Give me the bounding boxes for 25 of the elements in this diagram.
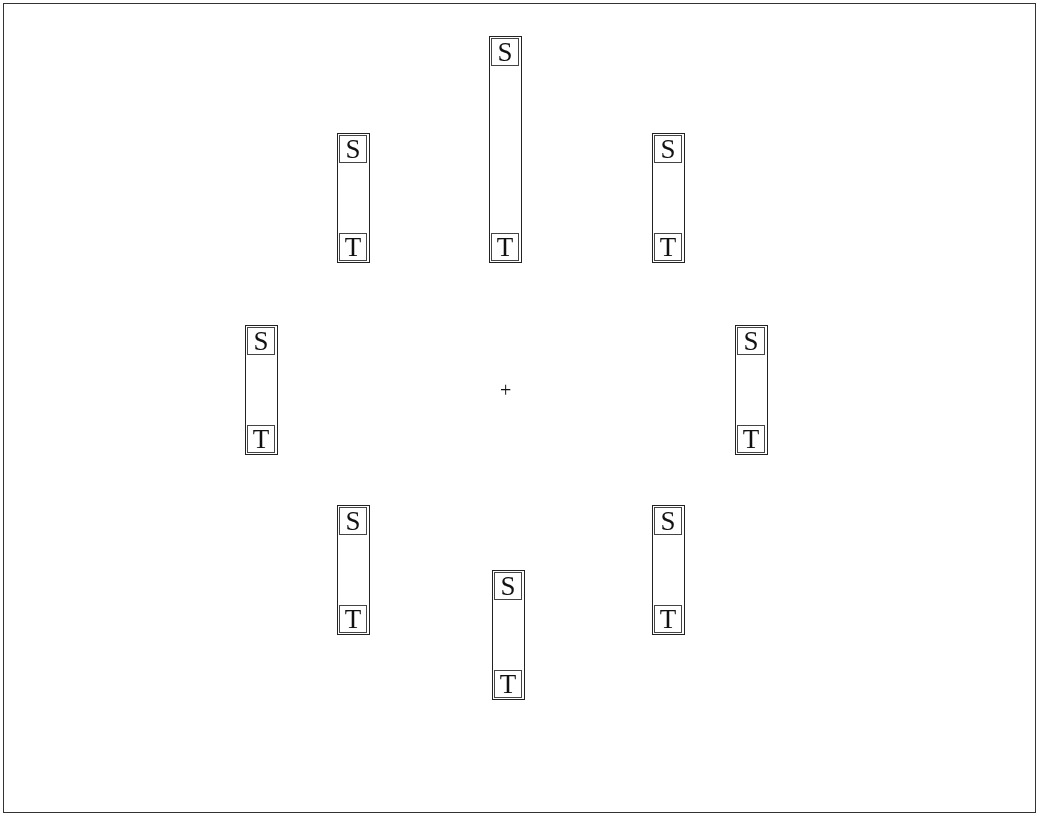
- letter-label: T: [494, 670, 522, 698]
- letter-label: T: [654, 233, 682, 261]
- stimulus-bar: [652, 505, 685, 635]
- letter-label: T: [654, 605, 682, 633]
- letter-label: T: [737, 425, 765, 453]
- stimulus-bar: [652, 133, 685, 263]
- letter-label: S: [339, 135, 367, 163]
- letter-label: S: [737, 327, 765, 355]
- letter-label: T: [339, 233, 367, 261]
- letter-label: S: [654, 135, 682, 163]
- letter-label: T: [491, 233, 519, 261]
- fixation-cross: +: [500, 380, 512, 400]
- letter-label: T: [247, 425, 275, 453]
- letter-label: S: [654, 507, 682, 535]
- letter-label: S: [247, 327, 275, 355]
- letter-label: T: [339, 605, 367, 633]
- stimulus-bar: [489, 36, 522, 263]
- letter-label: S: [494, 572, 522, 600]
- stimulus-bar: [245, 325, 278, 455]
- stimulus-bar: [337, 505, 370, 635]
- letter-label: S: [339, 507, 367, 535]
- stimulus-bar: [337, 133, 370, 263]
- stimulus-bar: [492, 570, 525, 700]
- stimulus-bar: [735, 325, 768, 455]
- letter-label: S: [491, 38, 519, 66]
